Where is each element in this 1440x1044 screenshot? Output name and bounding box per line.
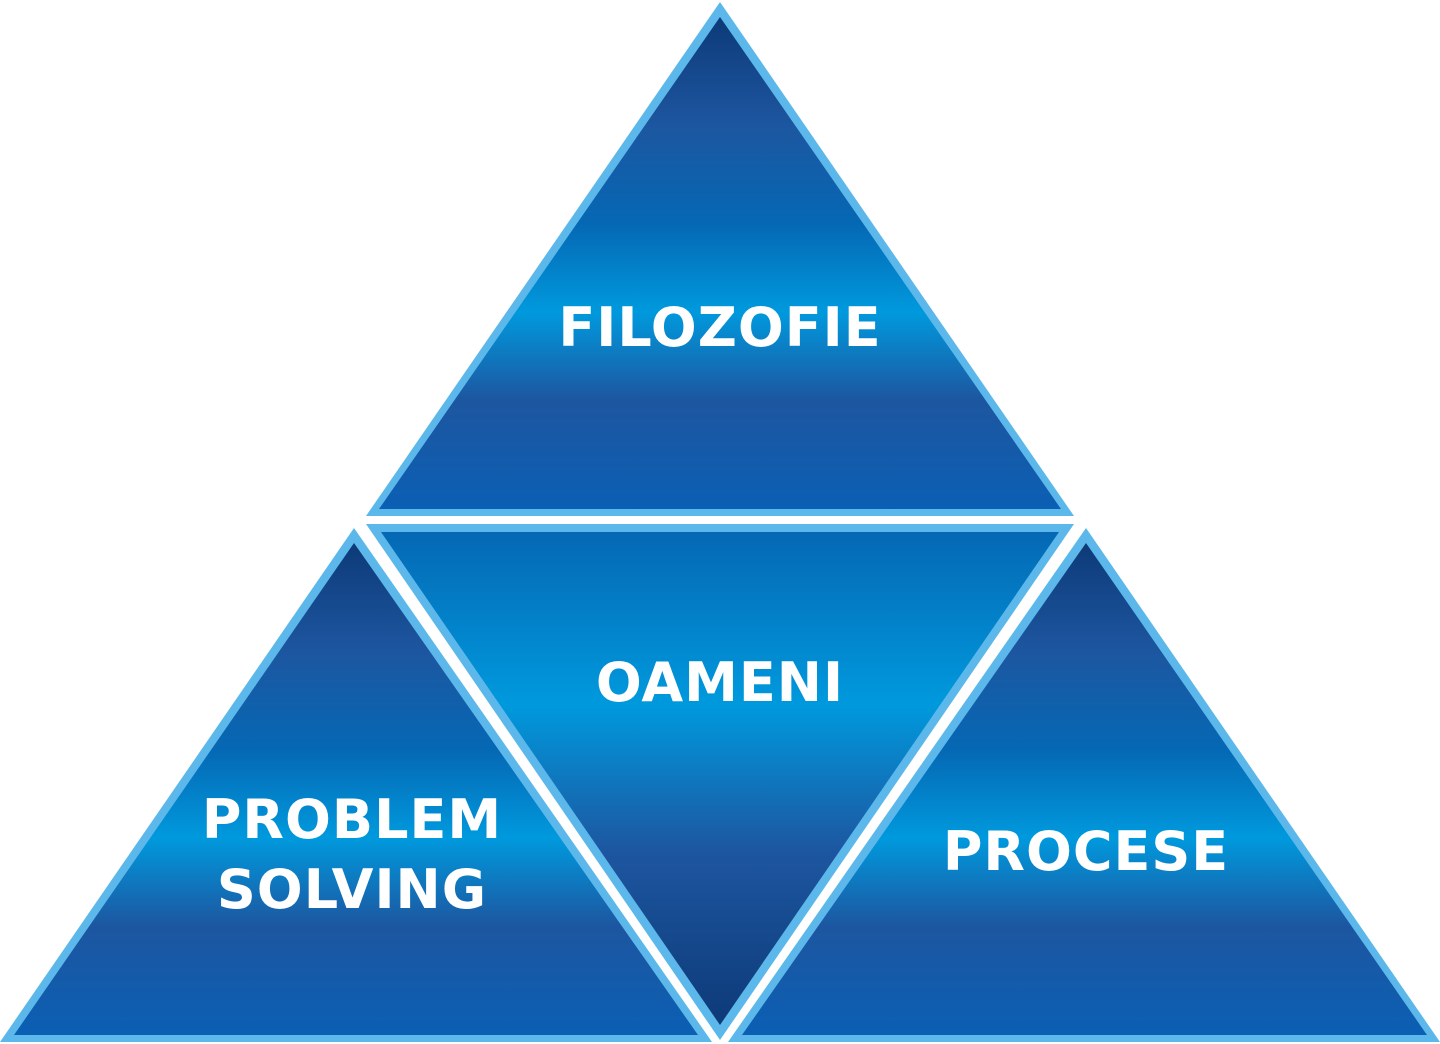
triangle-right-fill (742, 543, 1427, 1035)
triangle-top-label: FILOZOFIE (558, 296, 881, 359)
triangle-center-fill (381, 532, 1059, 1025)
triangle-top: FILOZOFIE (366, 2, 1074, 516)
triangle-left: PROBLEM SOLVING (0, 528, 712, 1042)
triangle-left-label-line2: SOLVING (217, 858, 487, 921)
triangle-center: OAMENI (366, 524, 1074, 1040)
triangle-right: PROCESE (728, 528, 1440, 1042)
triangle-top-fill (379, 17, 1061, 509)
triangle-right-label: PROCESE (943, 820, 1229, 883)
triangle-center-label: OAMENI (596, 651, 844, 714)
triangle-left-fill (14, 543, 698, 1035)
triangle-left-label-line1: PROBLEM (202, 788, 502, 851)
